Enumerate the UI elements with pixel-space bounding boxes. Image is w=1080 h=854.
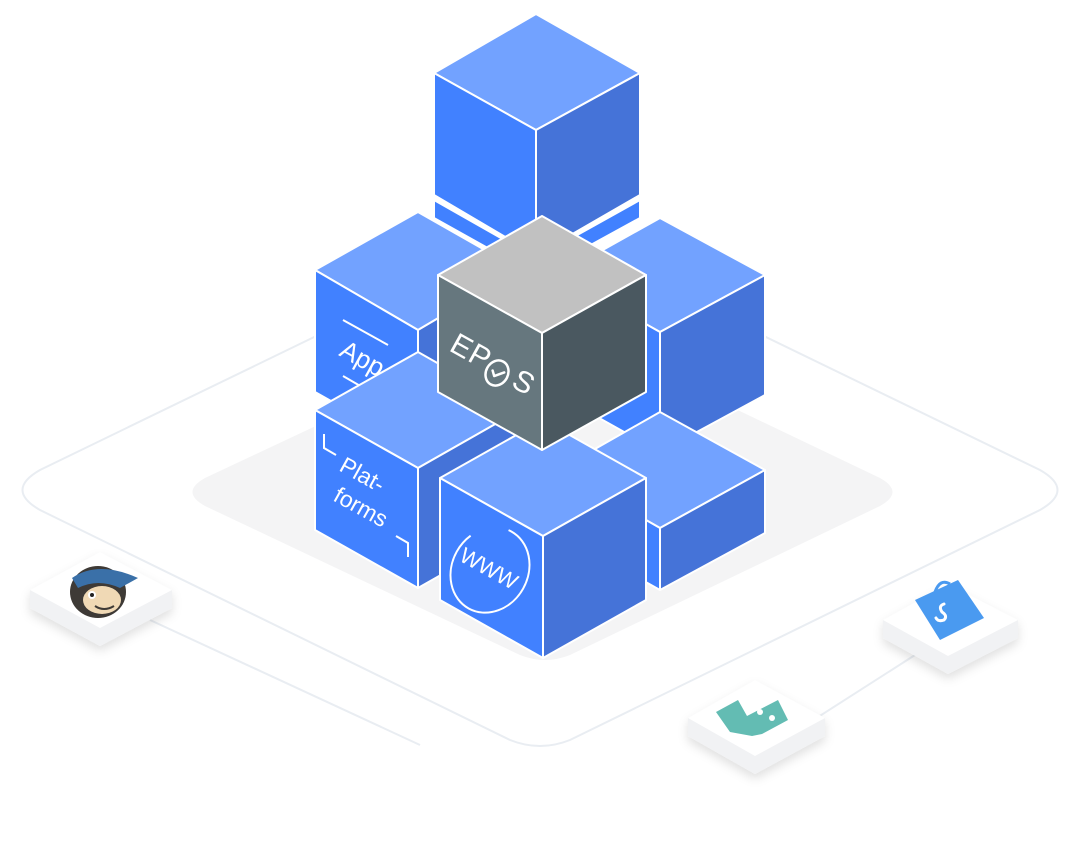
shopify-bag-icon (915, 580, 984, 640)
deliveroo-logo-icon (716, 700, 788, 736)
cube-top-stack (433, 13, 641, 256)
connector-line (149, 619, 421, 746)
check-circle-icon (484, 359, 510, 387)
cube-epos: EP S (437, 215, 647, 451)
cube-www: WWW (439, 419, 647, 659)
mailchimp-logo-icon (70, 566, 138, 618)
